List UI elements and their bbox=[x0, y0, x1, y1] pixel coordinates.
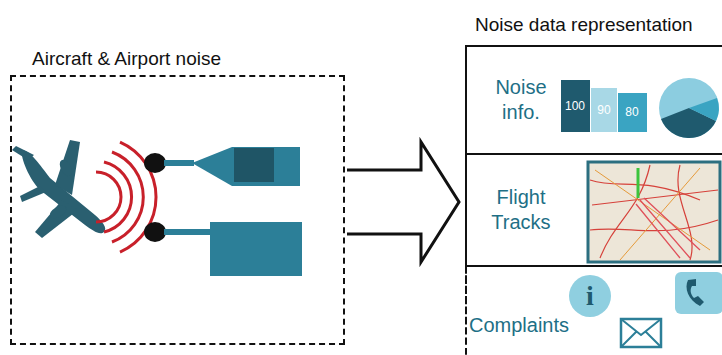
block-arrow bbox=[347, 142, 459, 262]
bar bbox=[561, 80, 590, 132]
bar-value: 90 bbox=[597, 103, 610, 117]
icon-letter: i bbox=[586, 280, 594, 312]
noise-monitor bbox=[144, 147, 302, 276]
aircraft bbox=[12, 140, 105, 238]
band: Flight Tracks bbox=[465, 153, 722, 267]
bar bbox=[591, 88, 617, 132]
group-box: Aircraft & Airport noise bbox=[10, 75, 345, 345]
bar-value: 80 bbox=[625, 105, 638, 119]
pie-chart bbox=[659, 78, 719, 138]
bar bbox=[618, 93, 647, 132]
phone-icon bbox=[675, 272, 722, 314]
band: Noise info. bbox=[465, 45, 722, 155]
info-icon bbox=[569, 275, 611, 317]
group-title: Noise data representation bbox=[475, 13, 693, 37]
band-label: Flight Tracks bbox=[481, 185, 561, 235]
bar-value: 100 bbox=[565, 99, 585, 113]
band-label: Complaints bbox=[469, 313, 569, 338]
group-title: Aircraft & Airport noise bbox=[32, 47, 221, 71]
map bbox=[588, 162, 720, 262]
band-label: Noise info. bbox=[481, 75, 561, 125]
mail-icon bbox=[621, 319, 661, 347]
